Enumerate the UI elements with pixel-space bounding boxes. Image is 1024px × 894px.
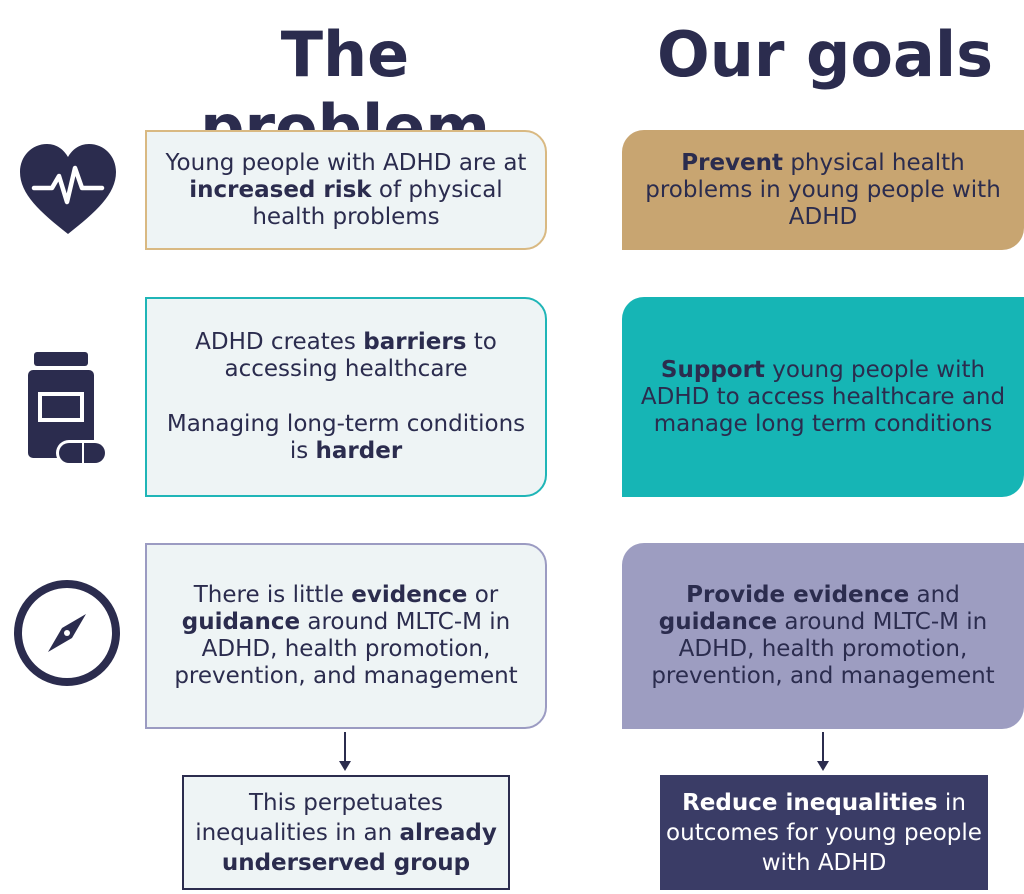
compass-icon <box>14 580 120 686</box>
goals-heading: Our goals <box>657 18 993 91</box>
heart-pulse-icon <box>20 144 116 234</box>
problem-outcome-box: This perpetuates inequalities in an alre… <box>182 775 510 890</box>
pill-bottle-icon <box>28 352 108 466</box>
goal-box-prevent: Prevent physical health problems in youn… <box>622 130 1024 250</box>
problem-box-barriers: ADHD creates barriers to accessing healt… <box>145 297 547 497</box>
goal-box-support: Support young people with ADHD to access… <box>622 297 1024 497</box>
goal-box-provide: Provide evidence and guidance around MLT… <box>622 543 1024 729</box>
goal-arrow <box>817 732 829 771</box>
goal-outcome-box: Reduce inequalities in outcomes for youn… <box>660 775 988 890</box>
problem-box-evidence: There is little evidence or guidance aro… <box>145 543 547 729</box>
problem-box-risk: Young people with ADHD are at increased … <box>145 130 547 250</box>
problem-arrow <box>339 732 351 771</box>
